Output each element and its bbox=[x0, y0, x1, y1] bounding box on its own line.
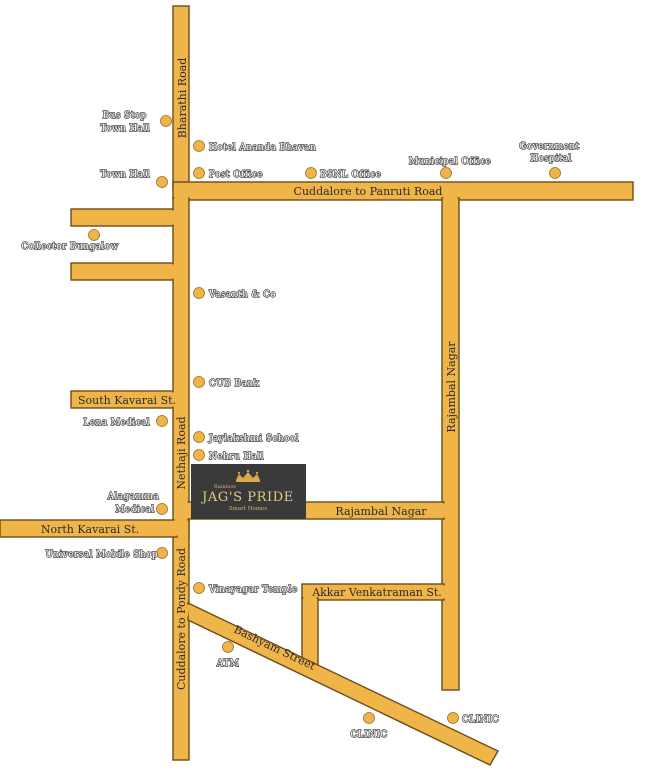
cuddalore-pondy-road-label: Cuddalore to Pondy Road bbox=[175, 548, 188, 690]
municipal-label: Municipal Office bbox=[409, 157, 491, 167]
south-kavarai-road-label: South Kavarai St. bbox=[78, 394, 176, 407]
cub-label: CUB Bank bbox=[209, 379, 260, 389]
clinic-label-2: CLINIC bbox=[462, 715, 499, 725]
collector-label: Collector Bungalow bbox=[21, 242, 118, 252]
nethaji-road-label: Nethaji Road bbox=[175, 416, 188, 489]
clinic-pin-2 bbox=[447, 712, 459, 724]
road-joins bbox=[168, 183, 458, 618]
alagamma-pin bbox=[156, 503, 168, 515]
atm-pin bbox=[222, 641, 234, 653]
bus-stop-label: Bus Stop Town Hall bbox=[100, 111, 150, 134]
bsnl-pin bbox=[305, 167, 317, 179]
jaylakshmi-pin bbox=[193, 431, 205, 443]
vinayagar-pin bbox=[193, 582, 205, 594]
cuddalore-panruti-road-label: Cuddalore to Panruti Road bbox=[294, 185, 443, 198]
hotel-pin bbox=[193, 140, 205, 152]
collector-pin bbox=[88, 229, 100, 241]
vasanth-label: Vasanth & Co bbox=[208, 290, 276, 300]
town-hall-label: Town Hall bbox=[100, 170, 150, 180]
vinayagar-label: Vinayagar Temple bbox=[208, 585, 298, 595]
jaylakshmi-label: Jaylakshmi School bbox=[208, 434, 299, 444]
rajambal-nagar-horizontal-label: Rajambal Nagar bbox=[335, 505, 427, 518]
road-stub-lower bbox=[70, 262, 178, 281]
universal-label: Universal Mobile Shop bbox=[45, 550, 158, 560]
hotel-label: Hotel Ananda Bhavan bbox=[209, 143, 316, 153]
hospital-label: Government Hospital bbox=[519, 142, 583, 164]
post-office-label: Post Office bbox=[209, 170, 263, 180]
bus-stop-pin bbox=[160, 115, 172, 127]
logo-brand-top: Rainbow bbox=[214, 484, 237, 490]
post-office-pin bbox=[193, 167, 205, 179]
vasanth-pin bbox=[193, 287, 205, 299]
logo-tagline: Smart Homes bbox=[229, 506, 267, 512]
akkar-venkatraman-road-label: Akkar Venkatraman St. bbox=[311, 586, 442, 599]
municipal-pin bbox=[440, 167, 452, 179]
landmark-labels: Bus Stop Town Hall Hotel Ananda Bhavan T… bbox=[21, 110, 583, 740]
road-stub-upper bbox=[70, 208, 178, 227]
landmark-pins bbox=[88, 115, 561, 724]
clinic-label-1: CLINIC bbox=[350, 730, 387, 740]
hospital-pin bbox=[549, 167, 561, 179]
lena-pin bbox=[156, 415, 168, 427]
nehru-label: Nehru Hall bbox=[209, 452, 264, 462]
clinic-pin-1 bbox=[363, 712, 375, 724]
bsnl-label: BSNL Office bbox=[320, 170, 381, 180]
crown-icon bbox=[236, 469, 260, 482]
alagamma-label: Alagamma Medical bbox=[107, 492, 163, 515]
cuddalore-panruti-road bbox=[172, 181, 634, 201]
jags-pride-logo[interactable]: Rainbow JAG'S PRIDE Smart Homes bbox=[191, 464, 306, 519]
bharathi-road-label: Bharathi Road bbox=[176, 58, 189, 139]
lena-label: Lena Medical bbox=[83, 418, 150, 428]
roads bbox=[0, 5, 634, 766]
atm-label: ATM bbox=[216, 659, 239, 669]
town-hall-pin bbox=[156, 176, 168, 188]
rajambal-nagar-vertical-label: Rajambal Nagar bbox=[445, 341, 458, 433]
north-kavarai-road-label: North Kavarai St. bbox=[41, 523, 139, 536]
nehru-pin bbox=[193, 449, 205, 461]
rajambal-nagar-vertical-road bbox=[441, 197, 460, 691]
universal-pin bbox=[156, 547, 168, 559]
cub-pin bbox=[193, 376, 205, 388]
logo-project-name: JAG'S PRIDE bbox=[200, 490, 294, 505]
